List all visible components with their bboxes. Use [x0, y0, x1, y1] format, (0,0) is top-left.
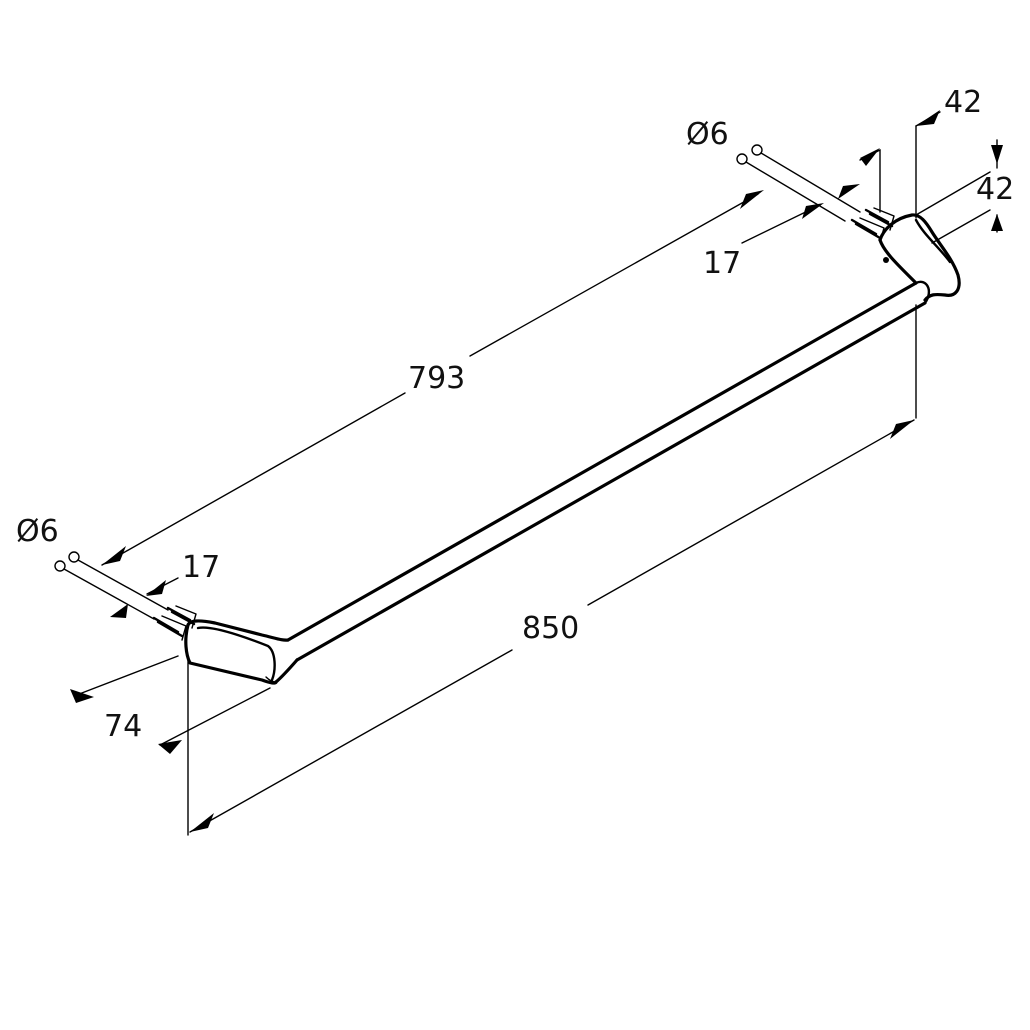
- dimension-label-42-top: 42: [944, 85, 982, 120]
- dimension-label-diameter-right: Ø6: [686, 117, 729, 152]
- dimension-label-17-right: 17: [703, 246, 741, 281]
- dimension-850: 850: [187, 304, 917, 836]
- dimension-42-side: 42: [915, 139, 1014, 244]
- dimension-label-42-side: 42: [976, 172, 1014, 207]
- dimension-17-left: 17: [110, 550, 220, 618]
- left-wall-bracket: [184, 619, 299, 685]
- dimension-label-850: 850: [522, 611, 579, 646]
- dimension-42-top: 42: [915, 85, 982, 219]
- dimension-label-793: 793: [408, 361, 465, 396]
- dimension-74: 74: [70, 655, 271, 754]
- right-screws: [736, 144, 895, 243]
- dimension-label-74: 74: [104, 709, 142, 744]
- dimension-793: 793: [101, 190, 764, 566]
- dimension-17-right: 17: [703, 148, 881, 281]
- right-wall-bracket: [878, 213, 961, 302]
- dimension-label-17-left: 17: [182, 550, 220, 585]
- dimension-label-diameter-left: Ø6: [16, 514, 59, 549]
- left-screws: [54, 551, 197, 641]
- towel-rail-tube: [286, 280, 930, 662]
